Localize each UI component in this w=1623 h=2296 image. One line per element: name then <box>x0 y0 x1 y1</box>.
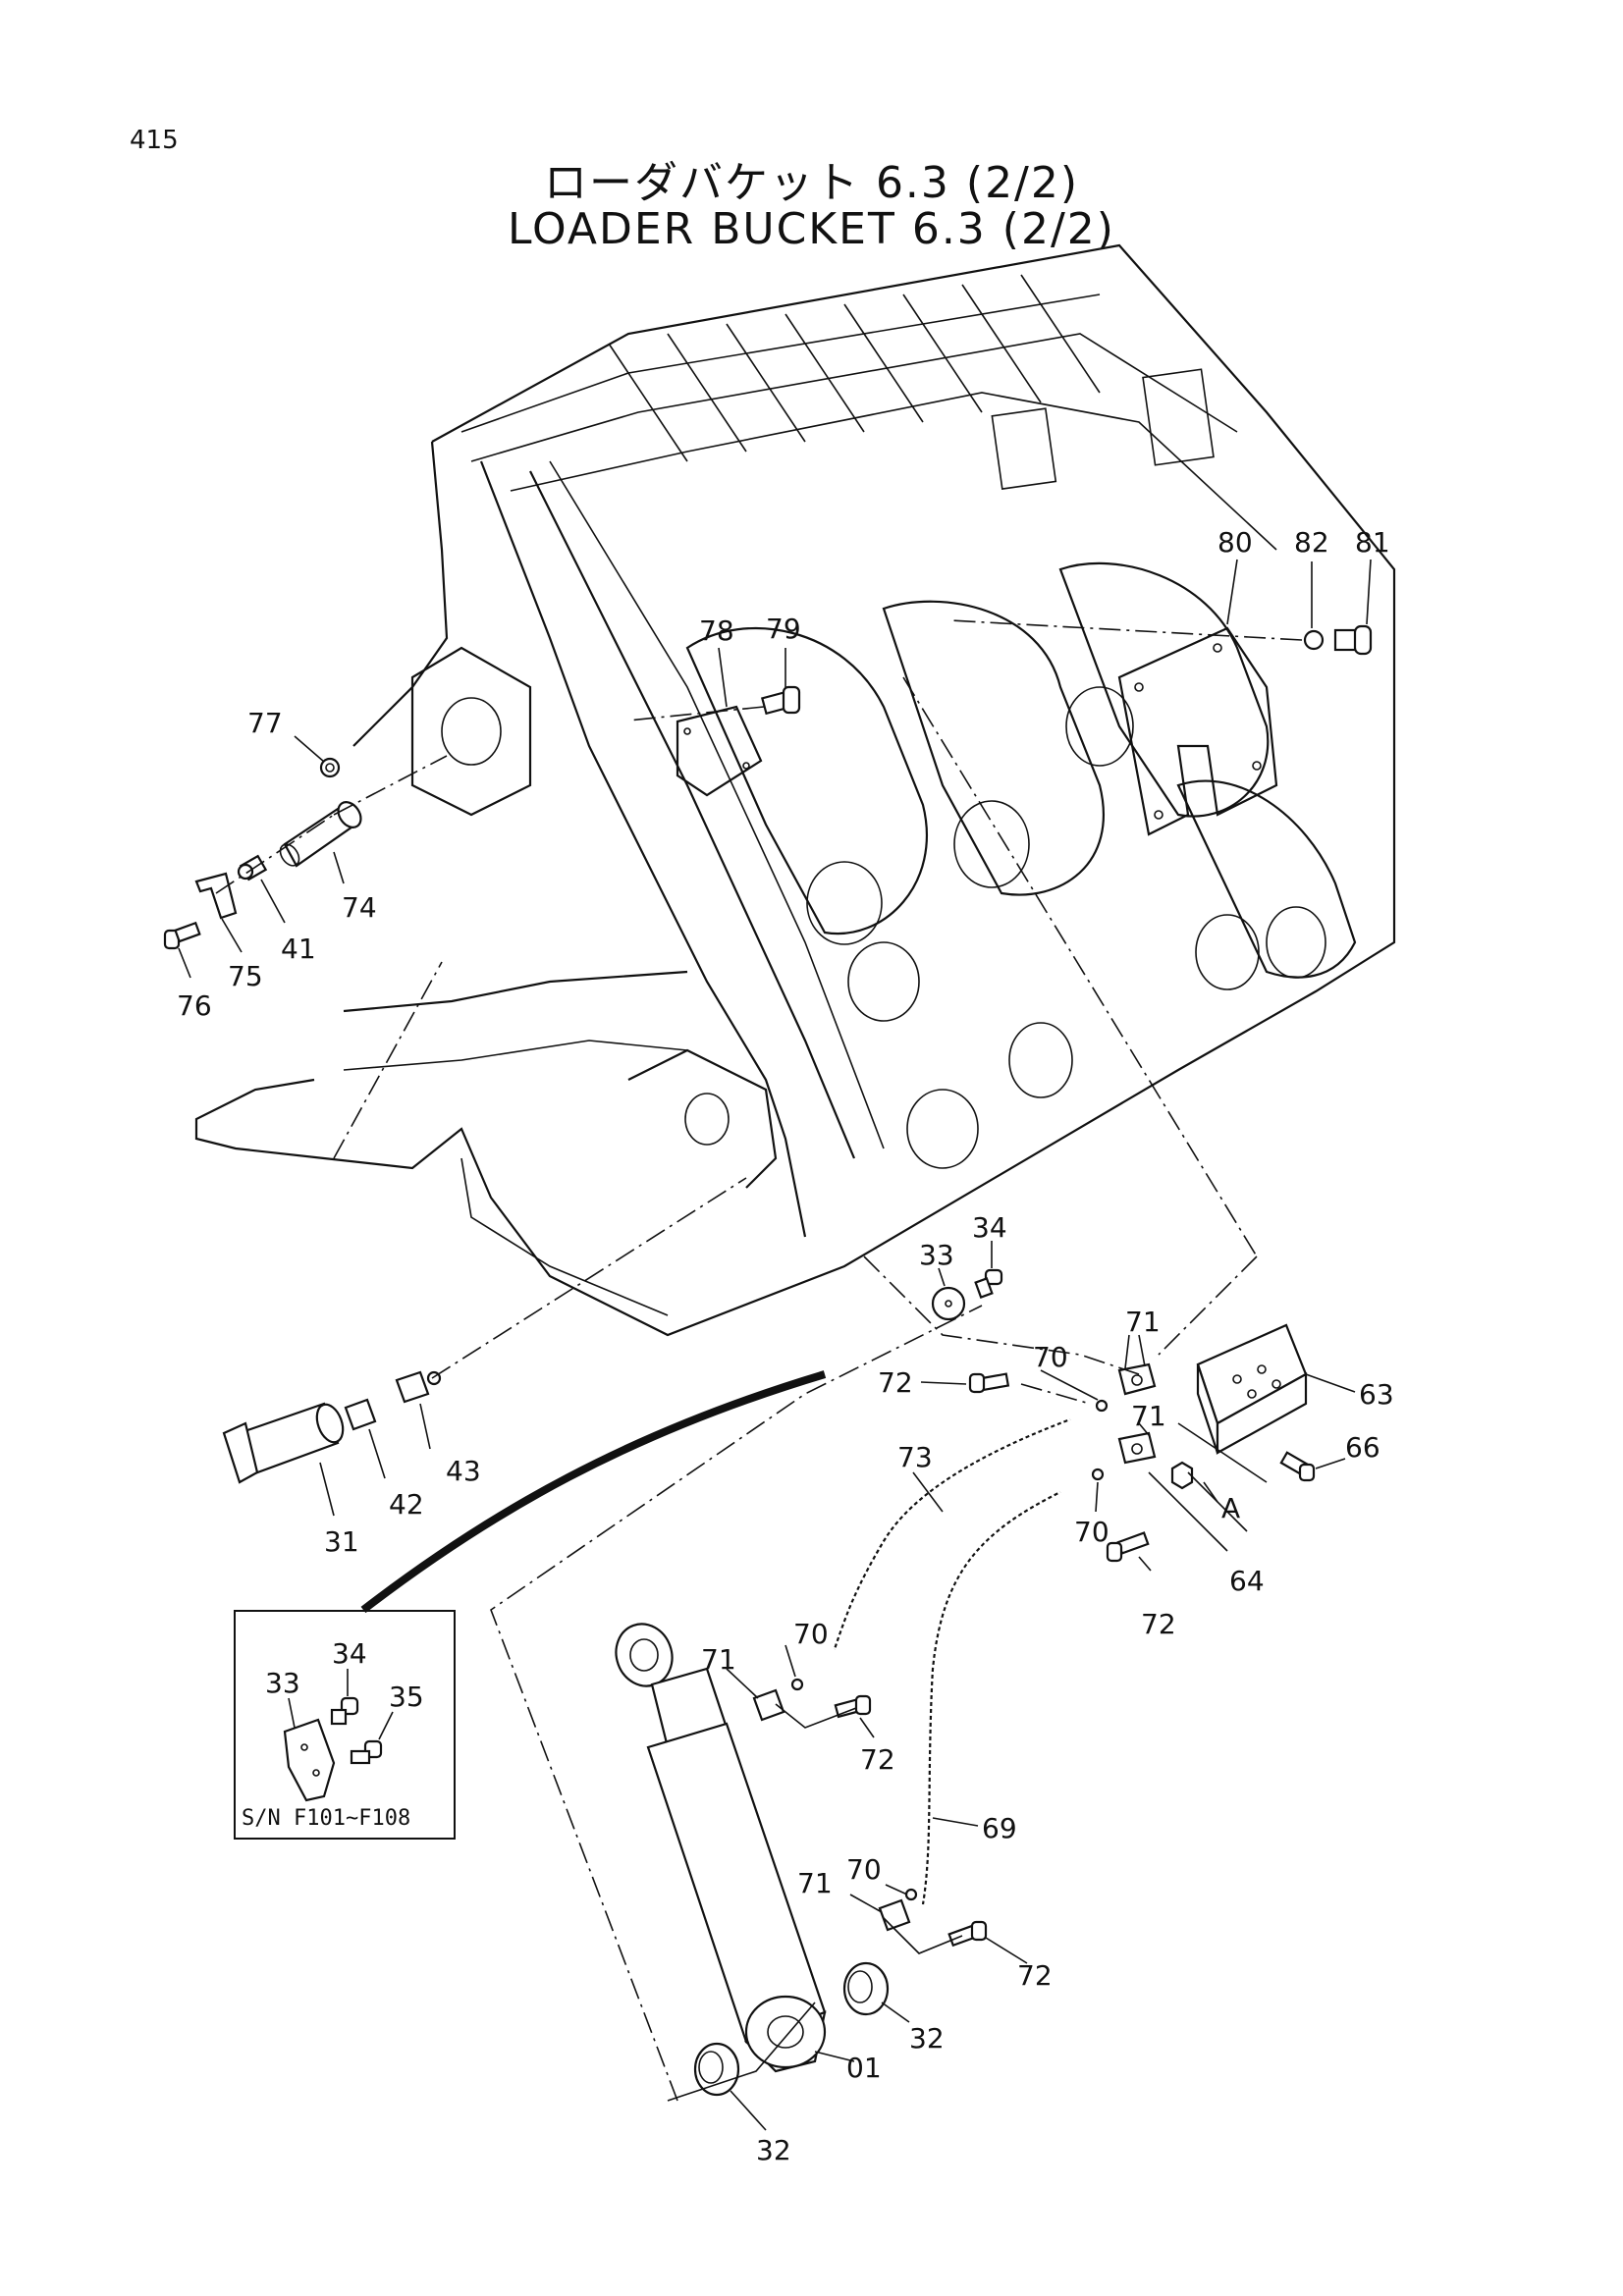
valve-block-63 <box>1196 1323 1308 1455</box>
title-japanese: ローダバケット 6.3 (2/2) <box>543 158 1080 208</box>
callout-31: 31 <box>324 1525 359 1558</box>
grease-fitting-77 <box>319 757 341 778</box>
callout-78: 78 <box>699 614 734 647</box>
bushing-32-left <box>693 2042 740 2097</box>
pin-74 <box>279 801 362 868</box>
callout-33: 33 <box>919 1239 954 1271</box>
callout-82: 82 <box>1294 526 1329 559</box>
cover-plate-78 <box>676 705 763 797</box>
inset-bolt-34 <box>330 1696 359 1726</box>
callout-80: 80 <box>1217 526 1253 559</box>
callout-70-cylinder-upper: 70 <box>793 1618 829 1650</box>
callout-66: 66 <box>1345 1431 1380 1464</box>
washer-82 <box>1303 629 1325 651</box>
bolt-34 <box>974 1268 1003 1299</box>
bracket-75 <box>194 872 238 920</box>
inset-caption: S/N F101~F108 <box>242 1806 411 1831</box>
callout-76: 76 <box>177 989 212 1022</box>
bolt-79 <box>760 685 801 716</box>
flange-71-cylinder-lower <box>878 1898 911 1932</box>
fitting-43 <box>395 1370 442 1404</box>
hose-69 <box>920 1489 1062 1905</box>
callout-32-left: 32 <box>756 2134 791 2166</box>
fitting-42 <box>344 1398 377 1431</box>
inset-plate-33 <box>283 1718 336 1802</box>
callout-01: 01 <box>846 2052 882 2084</box>
callout-72-middle: 72 <box>1141 1608 1176 1640</box>
plate-33 <box>931 1286 966 1321</box>
hydraulic-cylinder-01 <box>615 1623 827 2073</box>
pin-31 <box>222 1402 345 1484</box>
inset-detail-drawing: 34 33 35 <box>265 1637 424 1802</box>
callout-41: 41 <box>281 933 316 965</box>
hose-73 <box>832 1416 1071 1650</box>
callout-leaders <box>178 559 1372 2131</box>
callout-43: 43 <box>446 1455 481 1487</box>
page-number: 415 <box>130 126 179 155</box>
bucket-frame <box>194 243 1396 1337</box>
bolt-76 <box>163 921 201 950</box>
plug-64 <box>1170 1461 1194 1490</box>
title-english: LOADER BUCKET 6.3 (2/2) <box>508 204 1115 254</box>
fitting-41 <box>237 854 268 881</box>
flange-71-upper <box>1117 1362 1157 1396</box>
callout-71-cylinder-upper: 71 <box>701 1643 736 1676</box>
callout-72-cylinder-lower: 72 <box>1017 1959 1053 1992</box>
callout-81: 81 <box>1355 526 1390 559</box>
callout-63: 63 <box>1359 1378 1394 1411</box>
callout-70-middle: 70 <box>1074 1516 1109 1548</box>
inset-callout-33: 33 <box>265 1667 300 1699</box>
o-ring-70-upper <box>1095 1399 1109 1413</box>
callout-64: 64 <box>1229 1565 1265 1597</box>
callout-34: 34 <box>972 1211 1007 1244</box>
callout-73: 73 <box>897 1441 933 1473</box>
callout-75: 75 <box>228 960 263 992</box>
flange-71-cylinder-upper <box>752 1688 785 1722</box>
callout-A: A <box>1221 1492 1240 1524</box>
callout-71-upper: 71 <box>1125 1306 1161 1338</box>
callout-72-cylinder-upper: 72 <box>860 1743 895 1776</box>
flange-71-middle <box>1117 1431 1157 1465</box>
bushing-32-right <box>842 1961 890 2016</box>
bolt-72-middle <box>1106 1531 1150 1563</box>
callout-32-right: 32 <box>909 2022 945 2055</box>
inset-callout-35: 35 <box>389 1681 424 1713</box>
callout-70-upper: 70 <box>1033 1341 1068 1373</box>
bolt-72-cylinder-upper <box>834 1694 872 1719</box>
callout-71-middle: 71 <box>1131 1400 1166 1432</box>
inset-frame <box>234 1610 456 1840</box>
callout-labels: 80 82 81 78 79 77 74 41 75 76 34 33 71 7… <box>177 526 1394 2166</box>
o-ring-70-cylinder-lower <box>904 1888 918 1901</box>
cover-plate-80 <box>1117 626 1278 836</box>
o-ring-70-cylinder-upper <box>790 1678 804 1691</box>
assembly-lines <box>215 619 1303 2102</box>
bolt-66 <box>1279 1451 1316 1482</box>
bolt-81 <box>1333 624 1373 656</box>
callout-69: 69 <box>982 1812 1017 1844</box>
callout-42: 42 <box>389 1488 424 1521</box>
callout-74: 74 <box>342 891 377 924</box>
callout-70-cylinder-lower: 70 <box>846 1853 882 1886</box>
callout-72-upper: 72 <box>878 1366 913 1399</box>
bolt-72-cylinder-lower <box>947 1920 988 1948</box>
bolt-72-upper <box>968 1372 1010 1394</box>
o-ring-70-middle <box>1091 1468 1105 1481</box>
callout-79: 79 <box>766 613 801 645</box>
callout-71-cylinder-lower: 71 <box>797 1867 833 1899</box>
inset-callout-34: 34 <box>332 1637 367 1670</box>
inset-bolt-35 <box>350 1739 383 1765</box>
callout-77: 77 <box>247 707 283 739</box>
